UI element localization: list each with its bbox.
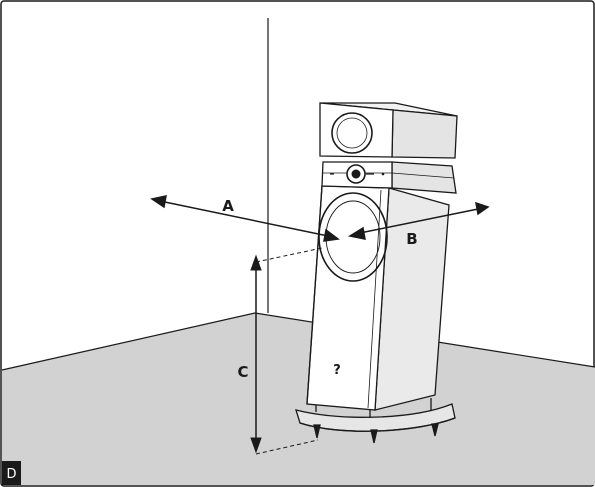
label-c: C bbox=[237, 363, 248, 381]
floor bbox=[2, 313, 595, 485]
midrange-driver bbox=[331, 112, 373, 154]
corner-badge-bg bbox=[2, 461, 21, 485]
dimension-a-arrow bbox=[150, 195, 340, 242]
label-a: A bbox=[222, 197, 234, 215]
label-b: B bbox=[406, 230, 417, 248]
dimension-c-arrow bbox=[250, 247, 323, 455]
label-question: ? bbox=[333, 363, 341, 378]
corner-badge-label: D bbox=[6, 467, 16, 482]
speaker-upper-module bbox=[319, 102, 458, 159]
dimension-b-arrow bbox=[347, 201, 490, 240]
wall-floor-line-left bbox=[1, 312, 256, 371]
speaker-lower-cabinet bbox=[306, 185, 450, 411]
speaker-base bbox=[295, 398, 456, 444]
tweeter-driver bbox=[330, 164, 385, 184]
